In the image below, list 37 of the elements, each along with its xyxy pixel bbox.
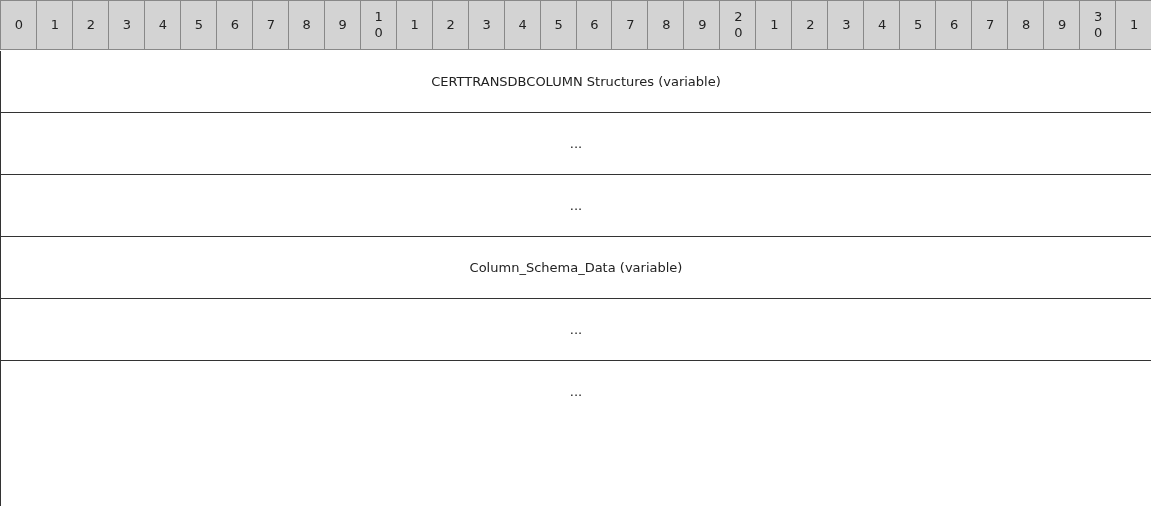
- bit-number-cell: 8: [287, 0, 325, 50]
- bit-number-cell: 7: [971, 0, 1009, 50]
- bit-number-cell: 9: [683, 0, 721, 50]
- field-cell: ...: [0, 299, 1151, 361]
- bit-number-cell: 20: [719, 0, 757, 50]
- bit-number-cell: 0: [0, 0, 37, 50]
- bit-number-cell: 5: [179, 0, 217, 50]
- bit-number-cell: 2: [791, 0, 829, 50]
- bit-number-cell: 10: [359, 0, 397, 50]
- bit-number-cell: 2: [431, 0, 469, 50]
- bit-number-cell: 8: [1007, 0, 1045, 50]
- bit-number-cell: 5: [899, 0, 937, 50]
- bit-number-cell: 6: [215, 0, 253, 50]
- field-cell: ...: [0, 175, 1151, 237]
- field-cell: Column_Schema_Data (variable): [0, 237, 1151, 299]
- bit-number-cell: 3: [827, 0, 865, 50]
- bit-number-cell: 9: [1043, 0, 1081, 50]
- bit-number-cell: 2: [71, 0, 109, 50]
- bit-number-cell: 1: [1115, 0, 1151, 50]
- bit-number-cell: 1: [755, 0, 793, 50]
- bit-number-cell: 6: [935, 0, 973, 50]
- bit-number-cell: 4: [863, 0, 901, 50]
- bit-number-cell: 3: [467, 0, 505, 50]
- field-cell: ...: [0, 113, 1151, 175]
- bit-number-cell: 1: [35, 0, 73, 50]
- bit-number-cell: 7: [251, 0, 289, 50]
- field-cell: ...: [0, 361, 1151, 506]
- bit-number-cell: 4: [143, 0, 181, 50]
- bit-number-cell: 30: [1079, 0, 1117, 50]
- bit-number-cell: 3: [107, 0, 145, 50]
- bit-number-cell: 7: [611, 0, 649, 50]
- bit-number-cell: 5: [539, 0, 577, 50]
- field-cell: CERTTRANSDBCOLUMN Structures (variable): [0, 51, 1151, 113]
- bit-number-cell: 1: [395, 0, 433, 50]
- bit-number-cell: 9: [323, 0, 361, 50]
- bit-number-cell: 8: [647, 0, 685, 50]
- bit-number-cell: 4: [503, 0, 541, 50]
